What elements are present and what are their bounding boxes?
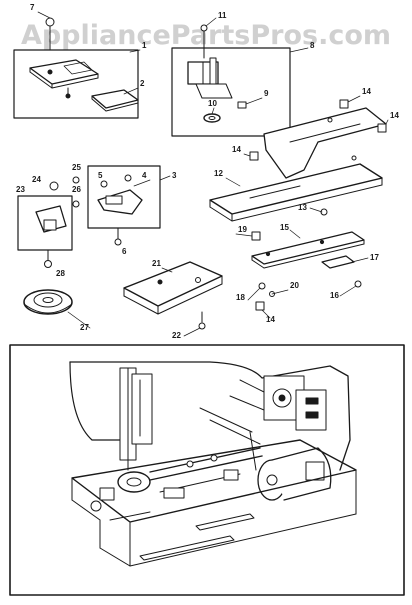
part-label: 21 [152, 259, 161, 268]
part-label: 7 [30, 3, 35, 12]
leader-lines [37, 11, 389, 337]
part-label: 18 [236, 293, 245, 302]
part-label: 6 [122, 247, 127, 256]
watermark-text: AppliancePartsPros.com [21, 20, 391, 51]
part-label: 14 [362, 87, 371, 96]
part-label: 5 [98, 171, 103, 180]
part-label: 4 [142, 171, 147, 180]
bracket-group [87, 165, 161, 246]
cover-plate [123, 261, 223, 330]
feed-assembly-group [171, 24, 291, 137]
part-label: 14 [232, 145, 241, 154]
part-label: 16 [330, 291, 339, 300]
part-label: 25 [72, 163, 81, 172]
feed-rails [209, 99, 387, 311]
part-label: 27 [80, 323, 89, 332]
part-label: 14 [266, 315, 275, 324]
part-label: 23 [16, 185, 25, 194]
part-label: 24 [32, 175, 41, 184]
part-label: 10 [208, 99, 217, 108]
machine-view [9, 344, 405, 596]
part-label: 26 [72, 185, 81, 194]
part-label: 20 [290, 281, 299, 290]
part-label: 11 [218, 11, 227, 20]
part-label: 2 [140, 79, 145, 88]
part-label: 9 [264, 89, 269, 98]
part-label: 8 [310, 41, 315, 50]
machine-view-frame [9, 344, 405, 596]
part-label: 12 [214, 169, 223, 178]
part-label: 3 [172, 171, 177, 180]
part-label: 15 [280, 223, 289, 232]
part-label: 22 [172, 331, 181, 340]
hook-drive-group [17, 176, 80, 268]
needle-plate-group [13, 17, 139, 119]
part-label: 28 [56, 269, 65, 278]
part-label: 17 [370, 253, 379, 262]
part-labels: 7 1 2 11 8 9 10 14 14 14 12 13 3 4 5 6 2… [16, 3, 399, 340]
part-label: 14 [390, 111, 399, 120]
part-label: 1 [142, 41, 147, 50]
part-label: 19 [238, 225, 247, 234]
part-label: 13 [298, 203, 307, 212]
bobbin-case [23, 289, 73, 315]
